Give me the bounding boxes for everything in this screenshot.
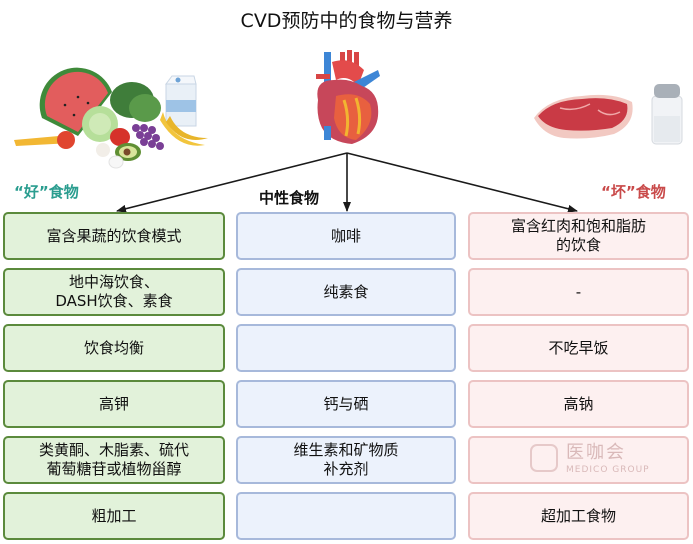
good-food-box: 粗加工 [3, 492, 225, 540]
bad-food-box: 富含红肉和饱和脂肪 的饮食 [468, 212, 689, 260]
good-food-box: 类黄酮、木脂素、硫代 葡萄糖苷或植物甾醇 [3, 436, 225, 484]
good-food-box: 富含果蔬的饮食模式 [3, 212, 225, 260]
heart-icon [316, 50, 380, 144]
bad-food-box: 不吃早饭 [468, 324, 689, 372]
arrow-to-bad [346, 152, 578, 213]
good-food-box: 地中海饮食、 DASH饮食、素食 [3, 268, 225, 316]
neutral-food-box [236, 492, 456, 540]
neutral-foods-label: 中性食物 [259, 189, 320, 207]
neutral-food-box [236, 324, 456, 372]
red-meat-salt-icon [534, 84, 683, 145]
neutral-food-box: 咖啡 [236, 212, 456, 260]
neutral-food-box: 维生素和矿物质 补充剂 [236, 436, 456, 484]
arrow-to-good [116, 152, 348, 213]
bad-food-box: - [468, 268, 689, 316]
bad-food-box [468, 436, 689, 484]
bad-foods-label: “坏”食物 [601, 183, 666, 201]
neutral-food-box: 钙与硒 [236, 380, 456, 428]
bad-food-box: 超加工食物 [468, 492, 689, 540]
good-foods-label: “好”食物 [14, 183, 79, 201]
diagram-title: CVD预防中的食物与营养 [240, 10, 453, 32]
fruits-vegetables-icon [14, 67, 208, 169]
good-food-box: 高钾 [3, 380, 225, 428]
neutral-food-box: 纯素食 [236, 268, 456, 316]
bad-food-box: 高钠 [468, 380, 689, 428]
good-food-box: 饮食均衡 [3, 324, 225, 372]
